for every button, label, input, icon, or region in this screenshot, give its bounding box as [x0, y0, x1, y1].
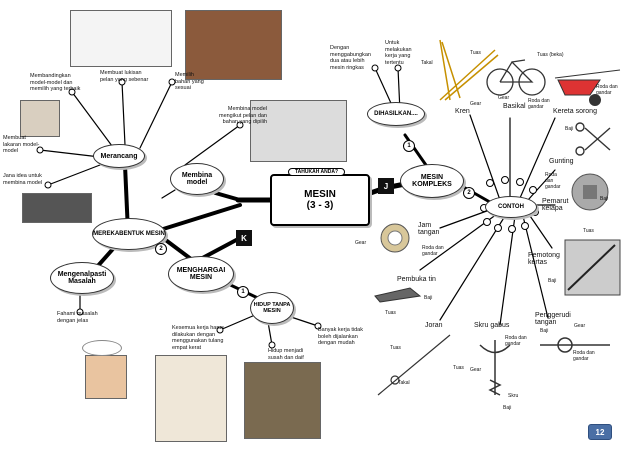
example-penggerudi: Penggerudi tangan — [535, 312, 571, 326]
text-membuat-lukisan-pelan: Membuat lukisan pelan yang sebenar — [100, 70, 149, 83]
scissors-illustration — [575, 122, 611, 156]
label-baji: Baji — [565, 126, 574, 132]
node-dihasilkan: DIHASILKAN.... — [367, 102, 425, 126]
label-gear-skru: Gear — [470, 367, 482, 373]
paper-cutter-illustration — [564, 239, 621, 296]
label-roda-gandar-skru: Roda dan gandar — [505, 335, 527, 347]
example-basikal: Basikal — [503, 103, 526, 110]
tag-k: K — [236, 230, 252, 246]
text-hidup-susah: Hidup menjadi susah dan daif — [268, 348, 304, 361]
tag-j: J — [378, 178, 394, 194]
text-untuk-kerja: Untuk melakukan kerja yang tertentu — [385, 40, 412, 66]
number-marker: 1 — [403, 140, 415, 152]
label-gear: Gear — [470, 101, 482, 107]
label-tuas-pembuka: Tuas — [385, 310, 396, 316]
model-building-image — [250, 100, 347, 162]
node-contoh: CONTOH — [485, 196, 537, 218]
hut-image — [244, 362, 321, 439]
text-dengan-gabungan: Dengan menggabungkan dua atau lebih mesi… — [330, 45, 371, 71]
label-baji-pemarut: Baji — [600, 196, 609, 202]
text-kesemua-kerja: Kesemua kerja harus dilakukan dengan men… — [172, 325, 224, 351]
text-jana-idea: Jana idea untuk membina model — [3, 173, 43, 186]
example-joran: Joran — [425, 322, 443, 329]
example-gunting: Gunting — [549, 158, 574, 165]
can-opener-illustration — [374, 287, 422, 303]
label-baji-gerudi: Baji — [540, 328, 549, 334]
label-baji-pembuka: Baji — [424, 295, 433, 301]
example-kereta-sorong: Kereta sorong — [553, 108, 597, 115]
node-hidup-tanpa-mesin: HIDUP TANPA MESIN — [250, 292, 294, 324]
example-pemarut: Pemarut kelapa — [542, 198, 569, 212]
corkscrew-illustration — [479, 340, 511, 396]
node-merancang: Merancang — [93, 144, 145, 168]
label-gear-jam: Gear — [355, 240, 367, 246]
number-marker: 2 — [155, 243, 167, 255]
example-pemotong: Pemotong kertas — [528, 252, 560, 266]
thought-bubble — [82, 340, 122, 356]
node-merekabentuk: MEREKABENTUK MESIN — [92, 218, 166, 250]
text-membandingkan: Membandingkan model-model dan memilih ya… — [30, 73, 81, 92]
fishing-rod-illustration — [377, 334, 451, 396]
node-menghargai: MENGHARGAI MESIN — [168, 256, 234, 292]
node-membina-model: Membina model — [170, 163, 224, 195]
label-tuas-pemotong: Tuas — [583, 228, 594, 234]
crane-illustration — [439, 39, 499, 101]
center-node: TAHUKAH ANDA? MESIN (3 - 3) — [270, 168, 370, 226]
label-baji-pemotong: Baji — [548, 278, 557, 284]
number-marker: 1 — [237, 286, 249, 298]
label-tuas-joran: Tuas — [390, 345, 401, 351]
hand-drill-illustration — [540, 337, 610, 353]
coconut-grater-illustration — [571, 173, 609, 211]
label-tuas-skru: Tuas — [453, 365, 464, 371]
watch-illustration — [380, 223, 410, 253]
text-membina-model-desc: Membina model mengikut pelan dan bahan y… — [218, 106, 267, 125]
label-roda-gandar: Roda dan gandar — [528, 98, 550, 110]
label-roda-gandar-jam: Roda dan gandar — [422, 245, 444, 257]
car-plan-drawing-image — [70, 10, 172, 67]
example-pembuka: Pembuka tin — [397, 276, 436, 283]
label-baji-skru: Baji — [503, 405, 512, 411]
node-mengenalpasti: Mengenalpasti Masalah — [50, 262, 114, 294]
text-fahami: Fahami masalah dengan jelas — [57, 311, 98, 324]
text-membuat-lakaran: Membuat lakaran model-model — [3, 135, 40, 154]
label-roda-gandar-2: Roda dan gandar — [596, 84, 618, 96]
text-banyak-kerja: Banyak kerja tidak boleh dijalankan deng… — [318, 327, 363, 346]
wheelbarrow-illustration — [554, 69, 621, 106]
example-kren: Kren — [455, 108, 470, 115]
thinking-man-image — [85, 355, 127, 399]
label-gear-gerudi: Gear — [574, 323, 586, 329]
label-takal: Takal — [421, 60, 433, 66]
manual-work-sketch-image — [155, 355, 227, 442]
idea-models-image — [22, 193, 92, 223]
example-skru-gabus: Skru gabus — [474, 322, 510, 329]
node-mesin-kompleks: MESIN KOMPLEKS — [400, 164, 464, 198]
center-title: MESIN — [304, 189, 336, 200]
materials-image — [185, 10, 282, 80]
label-roda-gandar-3: Roda dan gandar — [545, 172, 561, 190]
bicycle-illustration — [486, 59, 546, 96]
label-skru: Skru — [508, 393, 519, 399]
label-roda-gandar-gerudi: Roda dan gandar — [573, 350, 595, 362]
example-jam: Jam tangan — [418, 222, 440, 236]
number-marker: 2 — [463, 187, 475, 199]
page-number: 12 — [588, 424, 612, 440]
label-takal-joran: Takal — [398, 380, 410, 386]
center-subtitle: (3 - 3) — [306, 200, 334, 211]
label-gear-2: Gear — [498, 95, 510, 101]
sketching-image — [20, 100, 60, 137]
label-tuas-beka: Tuas (beka) — [537, 52, 564, 58]
center-badge: TAHUKAH ANDA? — [288, 168, 346, 176]
label-tuas: Tuas — [470, 50, 481, 56]
text-memilih-bahan: Memilih bahan yang sesuai — [175, 72, 204, 91]
